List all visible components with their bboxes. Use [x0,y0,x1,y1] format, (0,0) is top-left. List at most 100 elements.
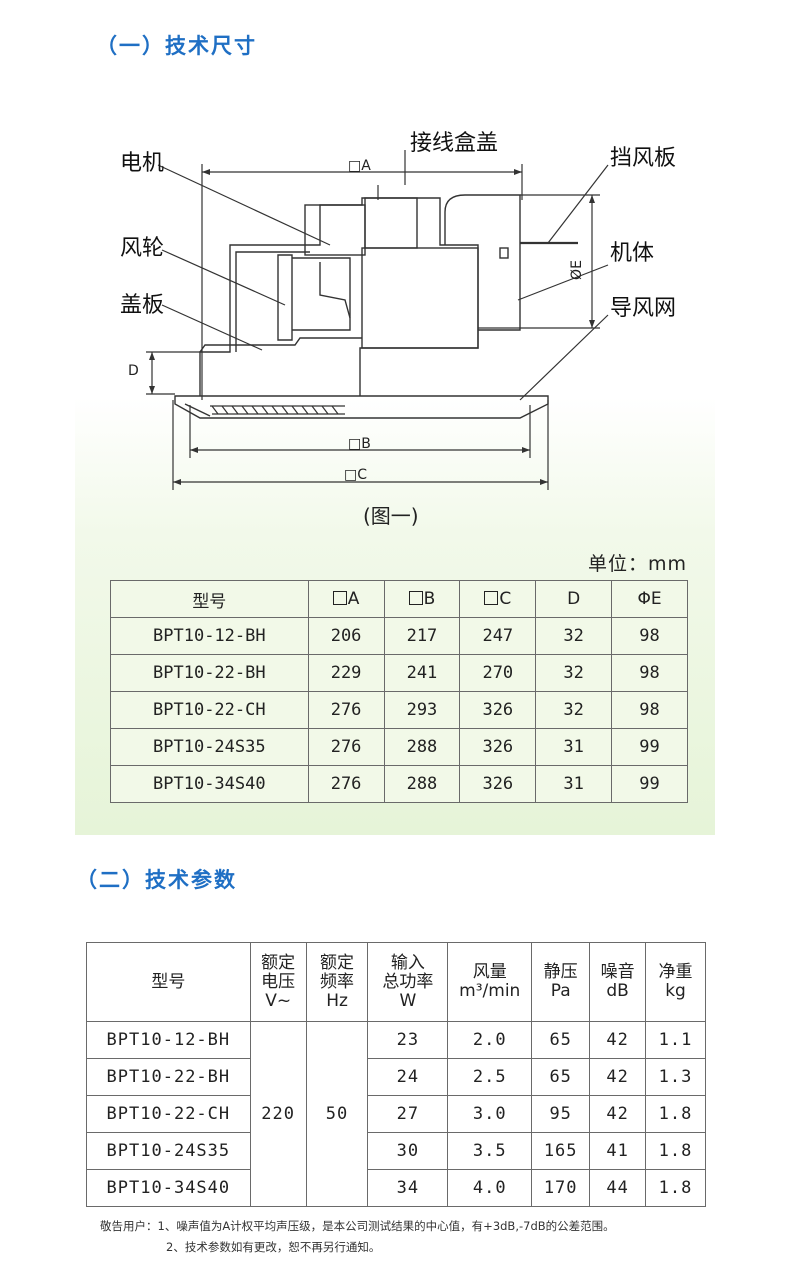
cell: 65 [531,1021,591,1059]
cell: 247 [459,617,537,655]
cell: 3.5 [447,1132,533,1170]
cell: 241 [383,654,461,692]
cell: BPT10-22-BH [86,1058,251,1096]
cell: 276 [307,691,385,729]
leader-damper [547,164,609,244]
fan-dimension-drawing [146,150,609,490]
cell: 2.0 [447,1021,533,1059]
cell: 276 [307,765,385,803]
cell: 31 [535,765,613,803]
cell: 270 [459,654,537,692]
square-icon [484,591,499,605]
cell: BPT10-24S35 [86,1132,251,1170]
cell: 1.8 [645,1095,706,1133]
leader-body [517,264,609,301]
cell: 42 [589,1021,647,1059]
leader-cover [161,304,263,351]
header-model: 型号 [110,580,309,618]
cell: 326 [459,765,537,803]
cell: 293 [383,691,461,729]
frequency-cell: 50 [305,1021,369,1207]
cell: 206 [307,617,385,655]
cell: BPT10-12-BH [86,1021,251,1059]
cell: 3.0 [447,1095,533,1133]
cell: 1.1 [645,1021,706,1059]
notes: 敬告用户：1、噪声值为A计权平均声压级，是本公司测试结果的中心值，有+3dB,-… [100,1216,615,1258]
cell: 2.5 [447,1058,533,1096]
cell: 326 [459,691,537,729]
cell: 24 [367,1058,449,1096]
cell: BPT10-22-CH [110,691,309,729]
dim-b-label: □B [348,436,371,452]
cell: BPT10-12-BH [110,617,309,655]
cell: 288 [383,728,461,766]
cell: 165 [531,1132,591,1170]
cell: 65 [531,1058,591,1096]
label-damper: 挡风板 [610,146,677,171]
dim-d-label: D [128,363,139,379]
header-a: A [307,580,385,618]
label-grille: 导风网 [610,296,677,321]
cell: 99 [611,728,688,766]
header-b: B [383,580,461,618]
section2-title: （二）技术参数 [76,868,237,892]
cell: 32 [535,691,613,729]
voltage-cell: 220 [249,1021,307,1207]
cell: 1.8 [645,1132,706,1170]
label-motor: 电机 [120,151,165,176]
cell: 32 [535,617,613,655]
cell: 1.3 [645,1058,706,1096]
cell: 31 [535,728,613,766]
cell: 44 [589,1169,647,1207]
cell: 34 [367,1169,449,1207]
cell: BPT10-22-BH [110,654,309,692]
cell: 98 [611,654,688,692]
dim-e-label: ØE [568,260,585,280]
label-junction-box-cover: 接线盒盖 [410,131,499,156]
note-line-2: 2、技术参数如有更改，恕不再另行通知。 [166,1240,381,1254]
label-body: 机体 [610,241,655,266]
leader-impeller [161,249,286,306]
square-icon [332,591,347,605]
label-cover: 盖板 [120,293,165,318]
square-icon [408,591,423,605]
cell: 42 [589,1058,647,1096]
leader-motor [157,164,331,246]
figure-caption: (图一) [363,504,419,528]
header-d: D [535,580,613,618]
dim-c-label: □C [344,467,368,483]
cell: BPT10-34S40 [110,765,309,803]
cell: BPT10-24S35 [110,728,309,766]
cell: 170 [531,1169,591,1207]
cell: 288 [383,765,461,803]
cell: 42 [589,1095,647,1133]
cell: 326 [459,728,537,766]
cell: 217 [383,617,461,655]
cell: 229 [307,654,385,692]
note-line-1: 敬告用户：1、噪声值为A计权平均声压级，是本公司测试结果的中心值，有+3dB,-… [100,1219,615,1233]
cell: 32 [535,654,613,692]
header-c: C [459,580,537,618]
cell: 95 [531,1095,591,1133]
cell: 4.0 [447,1169,533,1207]
cell: 98 [611,691,688,729]
cell: 99 [611,765,688,803]
cell: 98 [611,617,688,655]
table-header-row: 型号 A B C D ΦE [110,580,688,618]
section1-title: （一）技术尺寸 [96,34,257,58]
header-model: 型号 [86,942,251,1022]
